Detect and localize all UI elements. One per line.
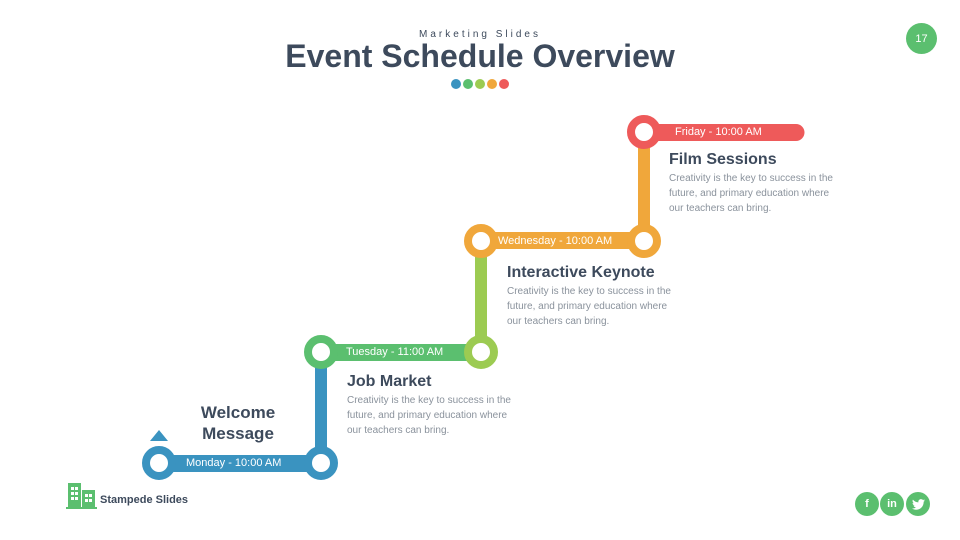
- start-arrow-icon: [150, 430, 168, 441]
- event-title-tuesday: Job Market: [347, 373, 432, 390]
- date-label-monday: Monday - 10:00 AM: [186, 457, 282, 469]
- date-label-friday: Friday - 10:00 AM: [675, 126, 762, 138]
- date-label-wednesday: Wednesday - 10:00 AM: [498, 235, 613, 247]
- twitter-icon[interactable]: [906, 492, 930, 516]
- event-title-wednesday: Interactive Keynote: [507, 264, 655, 281]
- slide-title: Event Schedule Overview: [285, 38, 675, 74]
- twitter-bird-glyph: [911, 498, 925, 510]
- node-wednesday-end: [627, 224, 661, 258]
- welcome-line-1: Welcome: [200, 403, 276, 422]
- node-monday-start: [142, 446, 176, 480]
- accent-dots: [451, 79, 511, 90]
- accent-dot-blue: [451, 79, 461, 89]
- facebook-icon[interactable]: f: [855, 492, 879, 516]
- date-label-tuesday: Tuesday - 11:00 AM: [346, 346, 444, 358]
- node-tuesday-start: [304, 335, 338, 369]
- accent-dot-red: [499, 79, 509, 89]
- welcome-line-2: Message: [202, 424, 274, 443]
- building-logo-icon: [66, 483, 97, 509]
- bar-tuesday: [320, 344, 481, 361]
- node-wednesday-start: [464, 224, 498, 258]
- bar-monday: [158, 455, 321, 472]
- bar-friday: [641, 124, 805, 141]
- event-desc-wednesday: Creativity is the key to success in the …: [507, 286, 671, 327]
- accent-dot-lime: [475, 79, 485, 89]
- slide-subtitle: Marketing Slides: [419, 29, 541, 40]
- linkedin-icon[interactable]: in: [880, 492, 904, 516]
- accent-dot-green: [463, 79, 473, 89]
- accent-dot-orange: [487, 79, 497, 89]
- page-number-badge: 17: [906, 23, 937, 54]
- node-monday-end: [304, 446, 338, 480]
- bar-wednesday: [480, 232, 644, 249]
- node-tuesday-end: [464, 335, 498, 369]
- node-friday-start: [627, 115, 661, 149]
- brand-name: Stampede Slides: [100, 494, 189, 506]
- event-title-friday: Film Sessions: [669, 151, 777, 168]
- event-desc-tuesday: Creativity is the key to success in the …: [347, 395, 511, 436]
- event-desc-friday: Creativity is the key to success in the …: [669, 173, 833, 214]
- welcome-message: Welcome Message: [190, 402, 286, 444]
